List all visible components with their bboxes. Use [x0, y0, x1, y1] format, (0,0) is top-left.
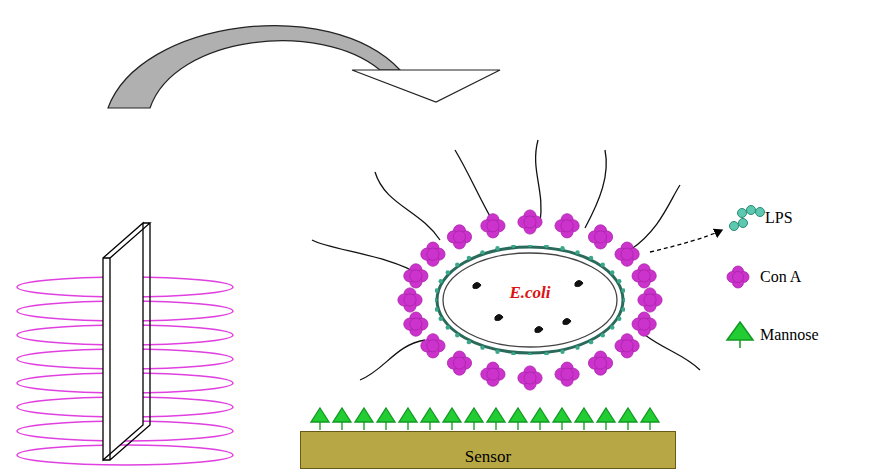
process-arrow	[108, 26, 400, 108]
legend-label: Con A	[760, 268, 801, 286]
sensor-bar: Sensor	[300, 431, 676, 469]
cell-label: E.coli	[509, 283, 550, 303]
leader-line	[650, 230, 722, 252]
flagella	[312, 140, 700, 380]
con-a-layer	[398, 210, 662, 390]
cell-ellipse: E.coli	[435, 245, 625, 355]
sensor-label: Sensor	[465, 447, 511, 468]
sensor-plate-edge	[103, 223, 150, 460]
legend-label: Mannose	[760, 326, 819, 344]
mannose-legend-icon	[727, 322, 753, 348]
mannose-layer	[311, 408, 659, 430]
con-a-legend-icon	[727, 266, 749, 288]
lps-legend-icon	[730, 206, 765, 231]
process-arrow-head	[352, 70, 500, 102]
legend-label: LPS	[765, 209, 793, 227]
